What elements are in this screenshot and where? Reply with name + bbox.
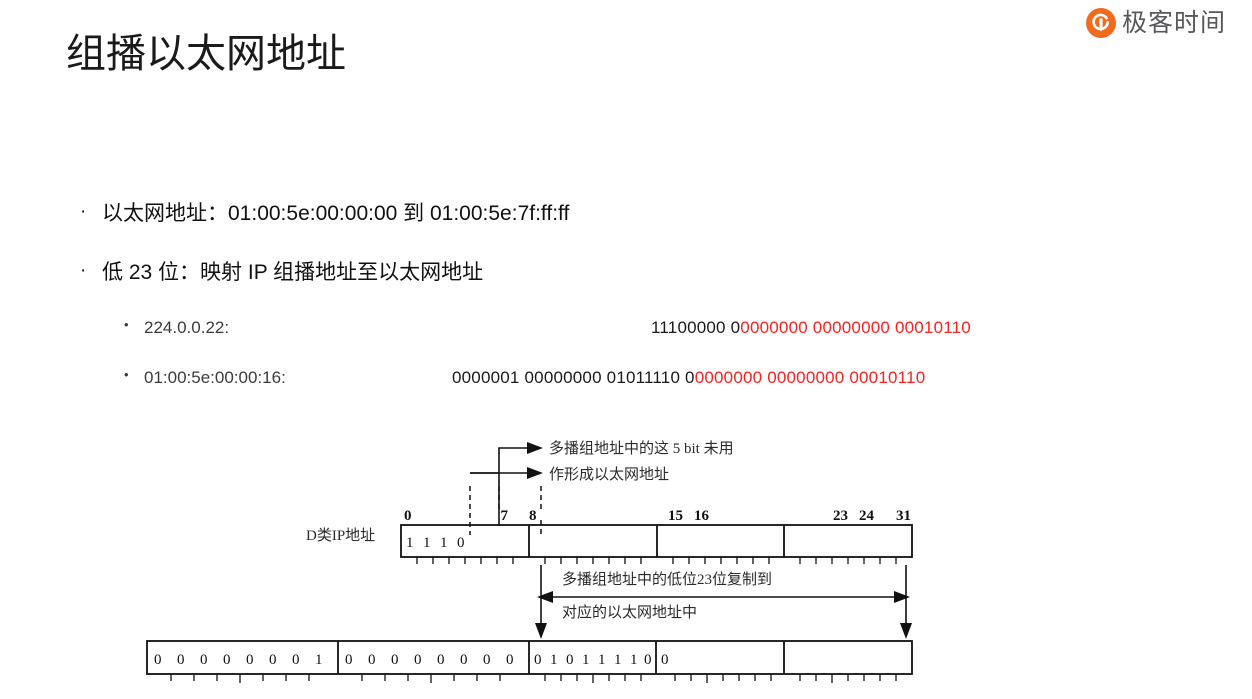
geekbang-circle-logo-icon <box>1086 8 1116 38</box>
bullet-text: 低 23 位：映射 IP 组播地址至以太网地址 <box>102 261 484 284</box>
eth-g3-bit-3: 1 <box>582 652 590 668</box>
eth-g1-bit-6: 0 <box>292 652 300 668</box>
arrow-head-icon <box>527 467 543 479</box>
sub-bullet-marker-icon: • <box>124 367 129 382</box>
brand-wordmark: 极客时间 <box>1122 8 1227 37</box>
annotation-copy-span <box>535 565 912 639</box>
brand-logo: 极客时间 <box>1086 8 1226 38</box>
eth-g1-bit-1: 0 <box>177 652 185 668</box>
annotation-top-line1: 多播组地址中的这 5 bit 未用 <box>549 440 734 457</box>
arrow-head-icon <box>537 591 553 603</box>
binary-black-part: 11100000 0 <box>651 318 741 337</box>
eth-g3-bit-1: 1 <box>550 652 558 668</box>
eth-g1-bit-5: 0 <box>269 652 277 668</box>
bullet-item-low-23-bits: · 低 23 位：映射 IP 组播地址至以太网地址 <box>80 259 483 286</box>
eth-g2-bit-0: 0 <box>345 652 353 668</box>
sub-bullet-label: 01:00:5e:00:00:16: <box>144 368 286 387</box>
ruler-tick-7: 7 <box>501 508 509 524</box>
eth-g2-bit-5: 0 <box>460 652 468 668</box>
eth-g1-bit-0: 0 <box>154 652 162 668</box>
ip-prefix-bit-1: 1 <box>423 535 431 551</box>
binary-black-part: 0000001 00000000 01011110 0 <box>452 368 695 387</box>
ip-prefix-bit-2: 1 <box>440 535 448 551</box>
eth-g1-bit-3: 0 <box>223 652 231 668</box>
eth-g2-bit-3: 0 <box>414 652 422 668</box>
ruler-tick-31: 31 <box>896 508 911 524</box>
eth-g2-bit-6: 0 <box>483 652 491 668</box>
ethernet-bits-group2: 0 0 0 0 0 0 0 0 <box>345 652 514 668</box>
bit-ruler-labels: 0 7 8 15 16 23 24 31 <box>404 508 911 524</box>
eth-g3-bit-7: 0 <box>644 652 652 668</box>
sub-bullet-marker-icon: • <box>124 317 129 332</box>
binary-red-part: 0000000 00000000 00010110 <box>694 368 926 387</box>
binary-red-part: 0000000 00000000 00010110 <box>740 318 971 337</box>
arrow-head-icon <box>900 623 912 639</box>
eth-g2-bit-7: 0 <box>506 652 514 668</box>
sub-bullet-label: 224.0.0.22: <box>144 318 230 337</box>
bullet-text: 以太网地址：01:00:5e:00:00:00 到 01:00:5e:7f:ff… <box>102 202 570 225</box>
arrow-head-icon <box>535 623 547 639</box>
eth-g2-bit-4: 0 <box>437 652 445 668</box>
binary-row-mac: 0000001 00000000 01011110 00000000 00000… <box>452 367 925 389</box>
ethernet-bits-group3: 0 1 0 1 1 1 1 0 <box>534 652 652 668</box>
ruler-tick-15: 15 <box>668 508 683 524</box>
eth-g3-bit-4: 1 <box>598 652 606 668</box>
ip-prefix-bit-3: 0 <box>457 535 465 551</box>
ethernet-address-bit-box: 0 0 0 0 0 0 0 1 0 0 0 0 0 0 0 0 0 1 0 1 … <box>146 640 913 683</box>
ethernet-bits-group4: 0 <box>661 652 669 668</box>
eth-g1-bit-2: 0 <box>200 652 208 668</box>
annotation-top-line2: 作形成以太网地址 <box>549 466 669 483</box>
page-title: 组播以太网地址 <box>66 32 346 76</box>
eth-g3-bit-6: 1 <box>630 652 638 668</box>
eth-g3-bit-2: 0 <box>566 652 574 668</box>
row-label-class-d-ip: D类IP地址 <box>306 527 375 544</box>
sub-bullet-mac-address: • 01:00:5e:00:00:16: <box>124 367 286 389</box>
address-mapping-diagram: 多播组地址中的这 5 bit 未用 作形成以太网地址 0 7 8 15 16 2… <box>0 425 1252 699</box>
eth-g3-bit-0: 0 <box>534 652 542 668</box>
binary-row-ip: 11100000 00000000 00000000 00010110 <box>651 317 971 339</box>
arrow-head-icon <box>527 442 543 454</box>
eth-g2-bit-2: 0 <box>391 652 399 668</box>
ruler-ticks <box>416 557 897 564</box>
annotation-mid-line2: 对应的以太网地址中 <box>562 603 697 621</box>
ruler-tick-23: 23 <box>833 508 848 524</box>
bullet-marker-icon: · <box>80 260 87 281</box>
arrow-head-icon <box>894 591 910 603</box>
annotation-mid-line1: 多播组地址中的低位23位复制到 <box>562 570 772 588</box>
ip-address-bit-box: 1 1 1 0 <box>400 524 913 564</box>
eth-g2-bit-1: 0 <box>368 652 376 668</box>
eth-g3-bit-5: 1 <box>614 652 622 668</box>
bullet-marker-icon: · <box>80 201 87 222</box>
eth-g4-bit-0: 0 <box>661 652 669 668</box>
ruler-tick-24: 24 <box>859 508 875 524</box>
eth-g1-bit-4: 0 <box>246 652 254 668</box>
sub-bullet-ip-address: • 224.0.0.22: <box>124 317 229 339</box>
ruler-tick-0: 0 <box>404 508 412 524</box>
ethernet-ruler-ticks <box>170 674 897 683</box>
bullet-item-ethernet-range: · 以太网地址：01:00:5e:00:00:00 到 01:00:5e:7f:f… <box>80 200 569 227</box>
ethernet-bits-group1: 0 0 0 0 0 0 0 1 <box>154 652 323 668</box>
logo-glyph-icon <box>1092 13 1109 32</box>
ruler-tick-8: 8 <box>529 508 537 524</box>
ruler-tick-16: 16 <box>694 508 710 524</box>
ip-prefix-bit-0: 1 <box>406 535 414 551</box>
eth-g1-bit-7: 1 <box>315 652 323 668</box>
